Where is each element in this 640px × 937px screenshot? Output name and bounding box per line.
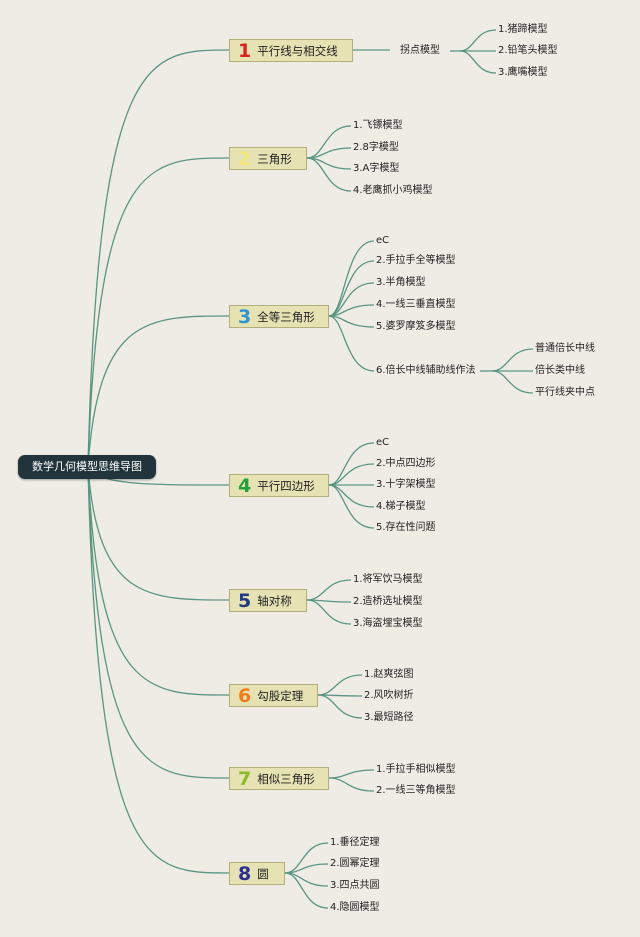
connector-line (306, 157, 352, 192)
leaf-item[interactable]: eC (376, 437, 390, 448)
connector-line (328, 769, 375, 779)
connector-line (328, 315, 375, 372)
number-8-badge: 8 (238, 862, 252, 885)
topic-parallel-lines[interactable]: 1 平行线与相交线 (229, 39, 353, 62)
number-7-badge: 7 (238, 767, 252, 790)
topic-triangle[interactable]: 2 三角形 (229, 147, 307, 170)
root-connector (87, 466, 230, 779)
leaf-item[interactable]: 3.四点共圆 (330, 880, 380, 891)
topic-label: 三角形 (257, 151, 292, 166)
topic-label: 全等三角形 (257, 309, 315, 324)
connector-line (317, 674, 363, 696)
leaf-item[interactable]: 3.海盗埋宝模型 (353, 618, 423, 629)
connector-line (328, 777, 375, 792)
connector-line (328, 315, 375, 328)
leaf-item[interactable]: 1.垂径定理 (330, 837, 380, 848)
leaf-item[interactable]: 2.风吹树折 (364, 690, 414, 701)
number-6-badge: 6 (238, 684, 252, 707)
leaf-item[interactable]: 3.最短路径 (364, 712, 414, 723)
leaf-item[interactable]: 2.造桥选址模型 (353, 596, 423, 607)
leaf-item[interactable]: 5.婆罗摩笈多模型 (376, 321, 456, 332)
leaf-item[interactable]: 3.十字架模型 (376, 479, 436, 490)
connector-line (459, 50, 497, 74)
leaf-item[interactable]: 平行线夹中点 (535, 387, 595, 398)
leaf-item[interactable]: 1.赵爽弦图 (364, 669, 414, 680)
topic-label: 圆 (257, 866, 269, 881)
leaf-item[interactable]: 2.手拉手全等模型 (376, 255, 456, 266)
leaf-item[interactable]: 3.半角模型 (376, 277, 426, 288)
root-connector (87, 466, 230, 696)
number-3-badge: 3 (238, 305, 252, 328)
topic-label: 轴对称 (257, 593, 292, 608)
topic-parallelogram[interactable]: 4 平行四边形 (229, 474, 329, 497)
number-4-badge: 4 (238, 474, 252, 497)
connector-line (317, 694, 363, 719)
leaf-item[interactable]: 4.一线三垂直模型 (376, 299, 456, 310)
topic-label: 勾股定理 (257, 688, 304, 703)
leaf-item[interactable]: 2.圆幂定理 (330, 858, 380, 869)
topic-axial-symmetry[interactable]: 5 轴对称 (229, 589, 307, 612)
root-connector (87, 315, 230, 468)
connector-line (491, 348, 534, 372)
connector-line (306, 125, 352, 159)
root-connector (87, 466, 230, 874)
leaf-item[interactable]: 1.猪蹄模型 (498, 24, 548, 35)
leaf-item[interactable]: 5.存在性问题 (376, 522, 436, 533)
root-node[interactable]: 数学几何模型思维导图 (18, 455, 156, 479)
connector-line (491, 370, 534, 394)
leaf-item[interactable]: 2.一线三等角模型 (376, 785, 456, 796)
number-1-badge: 1 (238, 39, 252, 62)
topic-congruent-triangles[interactable]: 3 全等三角形 (229, 305, 329, 328)
connector-line (284, 842, 329, 874)
connector-line (284, 872, 329, 909)
number-2-badge: 2 (238, 147, 252, 170)
leaf-item[interactable]: 4.老鹰抓小鸡模型 (353, 185, 433, 196)
topic-label: 平行四边形 (257, 478, 315, 493)
topic-circle[interactable]: 8 圆 (229, 862, 285, 885)
leaf-item[interactable]: 3.鹰嘴模型 (498, 67, 548, 78)
leaf-item[interactable]: 6.倍长中线辅助线作法 (376, 365, 476, 376)
number-5-badge: 5 (238, 589, 252, 612)
leaf-item[interactable]: 2.8字模型 (353, 142, 399, 153)
leaf-item[interactable]: eC (376, 235, 390, 246)
root-connector (87, 466, 230, 601)
topic-pythagorean-theorem[interactable]: 6 勾股定理 (229, 684, 318, 707)
root-connector (87, 157, 230, 468)
leaf-item[interactable]: 3.A字模型 (353, 163, 400, 174)
leaf-item[interactable]: 4.隐圆模型 (330, 902, 380, 913)
connector-line (328, 484, 375, 529)
topic-label: 平行线与相交线 (257, 43, 338, 58)
leaf-item[interactable]: 1.将军饮马模型 (353, 574, 423, 585)
connector-line (306, 599, 352, 625)
leaf-item[interactable]: 1.手拉手相似模型 (376, 764, 456, 775)
leaf-item[interactable]: 2.铅笔头模型 (498, 45, 558, 56)
subtopic-turning-point-model[interactable]: 拐点模型 (400, 45, 440, 56)
leaf-item[interactable]: 2.中点四边形 (376, 458, 436, 469)
connector-line (459, 29, 497, 52)
leaf-item[interactable]: 4.梯子模型 (376, 501, 426, 512)
topic-label: 相似三角形 (257, 771, 315, 786)
leaf-item[interactable]: 1.飞镖模型 (353, 120, 403, 131)
connector-line (306, 579, 352, 601)
leaf-item[interactable]: 倍长类中线 (535, 365, 585, 376)
topic-similar-triangles[interactable]: 7 相似三角形 (229, 767, 329, 790)
root-connector (87, 49, 230, 468)
leaf-item[interactable]: 普通倍长中线 (535, 343, 595, 354)
